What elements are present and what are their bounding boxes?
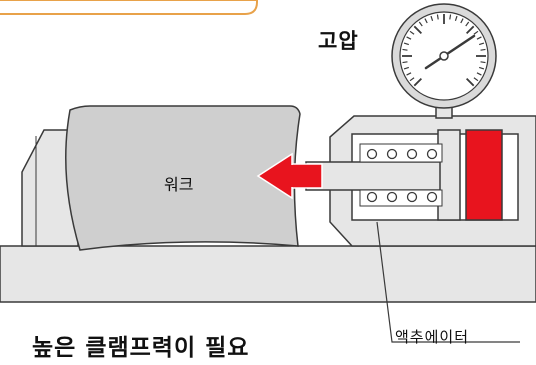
gauge-tick xyxy=(460,18,464,24)
arrow-left-icon xyxy=(256,152,323,200)
gauge-tick xyxy=(406,36,412,40)
gauge-tick xyxy=(465,25,475,35)
actuator-leader-line xyxy=(376,221,520,343)
workpiece xyxy=(65,105,301,251)
gauge-tick xyxy=(409,77,415,82)
gauge-tick xyxy=(476,72,482,76)
piston-rod xyxy=(305,161,441,191)
actuator-label: 액추에이터 xyxy=(395,328,470,346)
gauge-tick xyxy=(449,14,452,20)
gauge-tick xyxy=(413,25,423,35)
gauge-tick xyxy=(479,66,485,70)
gauge-tick xyxy=(413,77,423,87)
rod-guide-lower xyxy=(359,189,443,207)
gauge-tick xyxy=(465,77,475,87)
workpiece-label: 워크 xyxy=(164,175,194,194)
rod-guide xyxy=(359,143,443,163)
base-plate xyxy=(0,245,536,303)
gauge-tick xyxy=(473,77,479,82)
pressure-title: 고압 xyxy=(318,29,359,53)
pressure-chamber xyxy=(465,129,503,221)
gauge-tick xyxy=(402,48,408,51)
gauge-tick xyxy=(403,66,409,70)
clamp-force-caption: 높은 클램프력이 필요 xyxy=(32,335,250,361)
gauge-tick xyxy=(403,42,409,46)
gauge-tick xyxy=(465,21,470,27)
gauge-tick xyxy=(418,21,423,27)
gauge-tick xyxy=(430,15,434,21)
pressure-gauge-icon xyxy=(391,3,497,109)
gauge-tick xyxy=(454,15,458,21)
gauge-tick xyxy=(479,42,485,46)
gauge-tick xyxy=(424,18,428,24)
gauge-tick xyxy=(402,61,408,64)
gauge-tick xyxy=(473,30,479,35)
gauge-tick xyxy=(436,14,439,20)
gauge-tick xyxy=(480,61,486,64)
gauge-tick xyxy=(476,36,482,40)
gauge-tick xyxy=(480,48,486,51)
return-spring xyxy=(366,148,438,203)
gauge-tick xyxy=(409,30,415,35)
gauge-tick xyxy=(406,72,412,76)
callout-box xyxy=(0,0,258,15)
